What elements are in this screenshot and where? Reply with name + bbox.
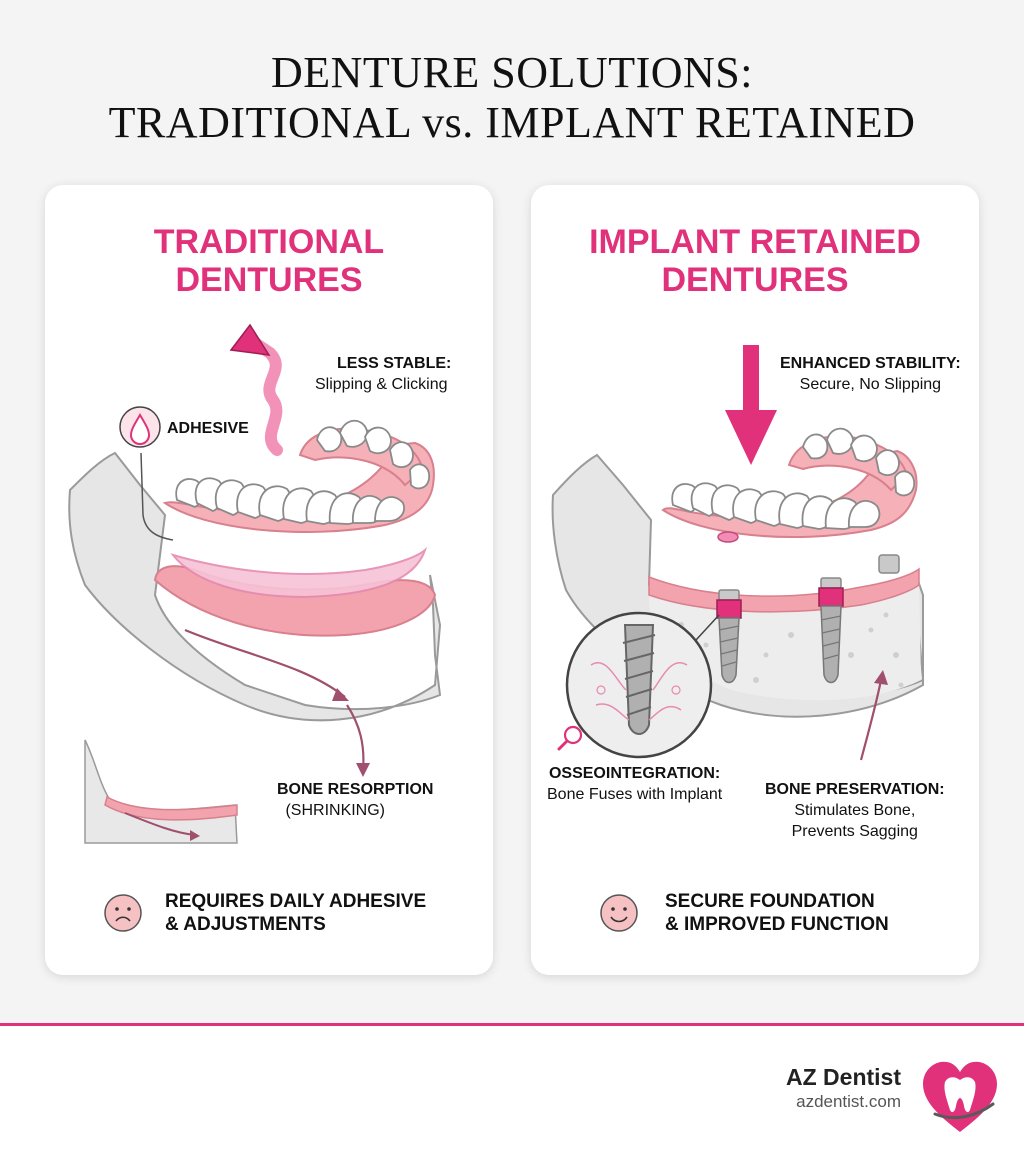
resorption-inset-arrowhead bbox=[190, 830, 200, 841]
adhesive-label: ADHESIVE bbox=[167, 420, 249, 437]
traditional-footer: REQUIRES DAILY ADHESIVE & ADJUSTMENTS bbox=[165, 890, 426, 936]
page-title-line1: DENTURE SOLUTIONS: bbox=[271, 48, 753, 97]
traditional-title-line1: TRADITIONAL bbox=[153, 223, 385, 261]
page-title: DENTURE SOLUTIONS: TRADITIONAL vs. IMPLA… bbox=[0, 48, 1024, 148]
footer-divider bbox=[0, 1023, 1024, 1026]
bone-preservation-text2: Prevents Sagging bbox=[791, 823, 918, 840]
preservation-arrow bbox=[859, 679, 883, 761]
sad-face-icon bbox=[104, 894, 142, 932]
search-icon bbox=[563, 725, 583, 745]
sad-face-mouth bbox=[115, 916, 131, 922]
less-stable-heading: LESS STABLE: bbox=[337, 355, 452, 372]
front-teeth bbox=[671, 482, 881, 530]
osseointegration-heading: OSSEOINTEGRATION: bbox=[548, 765, 721, 782]
page-title-line2: TRADITIONAL vs. IMPLANT RETAINED bbox=[108, 98, 916, 147]
bone-preservation-text1: Stimulates Bone, bbox=[794, 802, 916, 819]
happy-face-icon bbox=[600, 894, 638, 932]
osseointegration-text: Bone Fuses with Implant bbox=[547, 786, 723, 803]
attachment-socket-left bbox=[717, 531, 739, 543]
implant-footer: SECURE FOUNDATION & IMPROVED FUNCTION bbox=[665, 890, 889, 936]
traditional-dentures-panel: TRADITIONAL DENTURES LESS STABLE: Slippi… bbox=[45, 185, 493, 975]
magnified-implant bbox=[590, 624, 688, 735]
molar-back-3 bbox=[364, 426, 392, 454]
adhesive-layer bbox=[170, 546, 428, 599]
tooth-10 bbox=[374, 496, 405, 522]
preservation-arrowhead bbox=[874, 670, 888, 685]
resorption-down-arrowhead bbox=[356, 763, 370, 777]
tooth-heart-logo-icon bbox=[923, 1061, 997, 1132]
less-stable-label: LESS STABLE: Slipping & Clicking bbox=[315, 353, 451, 395]
abutment-back bbox=[878, 554, 900, 574]
traditional-footer-line1: REQUIRES DAILY ADHESIVE bbox=[165, 891, 427, 912]
brand-url[interactable]: azdentist.com bbox=[796, 1092, 901, 1111]
bone-preservation-label: BONE PRESERVATION: Stimulates Bone, Prev… bbox=[765, 779, 945, 842]
brand-footer bbox=[0, 1026, 1024, 1154]
implant-footer-line2: & IMPROVED FUNCTION bbox=[665, 914, 889, 935]
implant-title-line1: IMPLANT RETAINED bbox=[589, 223, 921, 261]
molar-back-4 bbox=[389, 441, 414, 468]
implant-denture-illustration bbox=[551, 345, 925, 932]
less-stable-text: Slipping & Clicking bbox=[315, 376, 448, 393]
sad-face-eye-left bbox=[115, 907, 119, 911]
enhanced-stability-heading: ENHANCED STABILITY: bbox=[780, 355, 961, 372]
implant-post-right bbox=[818, 577, 844, 684]
molar-back-5 bbox=[409, 463, 430, 490]
slipping-wavy-arrow bbox=[249, 337, 283, 456]
front-teeth bbox=[175, 477, 405, 525]
jaw-bone bbox=[68, 451, 442, 722]
bone-resorption-text: (SHRINKING) bbox=[285, 802, 386, 819]
bone-resorption-heading: BONE RESORPTION bbox=[277, 781, 434, 798]
traditional-title: TRADITIONAL DENTURES bbox=[45, 223, 493, 299]
search-icon-handle bbox=[557, 739, 569, 751]
implant-post-left bbox=[716, 589, 742, 684]
back-teeth bbox=[802, 427, 915, 497]
stability-arrow-head bbox=[725, 410, 777, 465]
adhesive-drop-icon bbox=[129, 413, 151, 446]
implant-footer-line1: SECURE FOUNDATION bbox=[665, 891, 875, 912]
slipping-arrow-head bbox=[229, 323, 271, 356]
happy-face-eye-left bbox=[611, 907, 615, 911]
osseointegration-label: OSSEOINTEGRATION: Bone Fuses with Implan… bbox=[547, 763, 722, 805]
traditional-title-line2: DENTURES bbox=[175, 261, 363, 299]
implant-title-line2: DENTURES bbox=[661, 261, 849, 299]
traditional-footer-line2: & ADJUSTMENTS bbox=[165, 914, 326, 935]
magnifier-connector bbox=[695, 614, 720, 641]
implant-title: IMPLANT RETAINED DENTURES bbox=[531, 223, 979, 299]
enhanced-stability-label: ENHANCED STABILITY: Secure, No Slipping bbox=[780, 353, 961, 395]
happy-face-eye-right bbox=[623, 907, 627, 911]
sad-face-eye-right bbox=[127, 907, 131, 911]
adhesive-pointer-line bbox=[140, 452, 174, 541]
enhanced-stability-text: Secure, No Slipping bbox=[799, 376, 942, 393]
resorption-inset-arrow bbox=[124, 812, 196, 836]
bone-resorption-label: BONE RESORPTION (SHRINKING) bbox=[277, 779, 433, 821]
brand-name: AZ Dentist bbox=[786, 1064, 901, 1090]
traditional-denture-illustration bbox=[68, 323, 442, 932]
molar-back-2 bbox=[339, 419, 368, 448]
bone-preservation-heading: BONE PRESERVATION: bbox=[765, 781, 945, 798]
happy-face-mouth bbox=[610, 916, 628, 923]
implant-dentures-panel: IMPLANT RETAINED DENTURES ENHANCED STABI… bbox=[531, 185, 979, 975]
resorption-curve-arrowhead bbox=[332, 688, 349, 701]
back-teeth bbox=[316, 419, 430, 490]
resorption-curve-arrow bbox=[184, 628, 346, 698]
